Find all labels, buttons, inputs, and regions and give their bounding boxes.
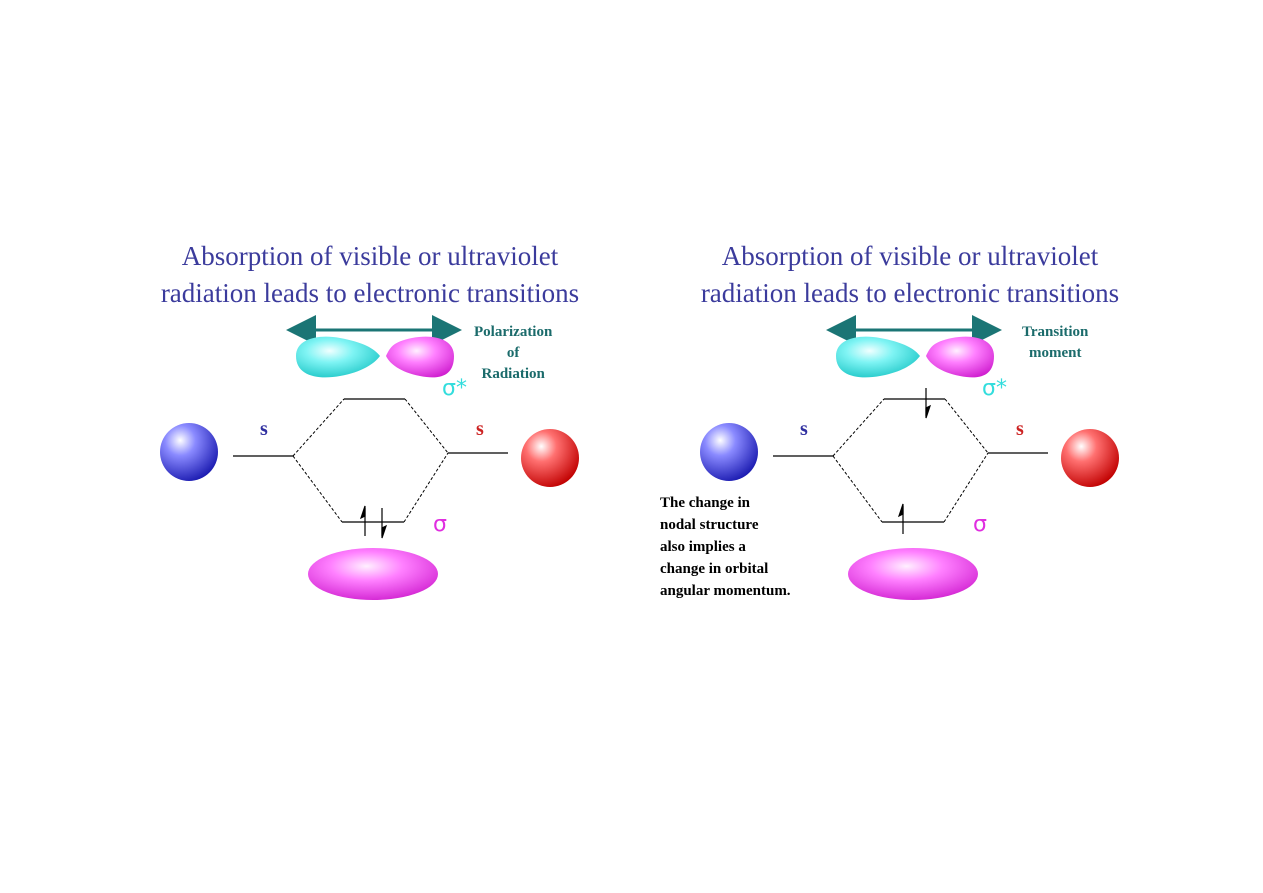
sigma-bonding-orbital [848, 548, 978, 600]
title-line-2: radiation leads to electronic transition… [700, 278, 1120, 308]
panel-title: Absorption of visible or ultraviolet rad… [100, 238, 640, 312]
polarization-caption: Polarization of Radiation [474, 324, 553, 382]
electron-pair [359, 505, 388, 539]
nodal-structure-note: The change in nodal structure also impli… [660, 495, 791, 599]
atom-right-red [1061, 429, 1119, 487]
excited-electron [925, 388, 932, 419]
s-label-left: s [260, 418, 268, 440]
orbital-diagram [160, 315, 579, 600]
title-line-1: Absorption of visible or ultraviolet [181, 241, 559, 271]
sigma-bonding-orbital [308, 548, 438, 600]
atom-right-red [521, 429, 579, 487]
ground-electron [897, 503, 904, 534]
correlation-lines [832, 398, 989, 523]
sigma-star-label: σ* [442, 376, 467, 401]
sigma-star-lobe-cyan [836, 336, 920, 378]
sigma-label: σ [973, 512, 987, 537]
s-label-right: s [476, 418, 484, 440]
sigma-star-lobe-magenta [926, 336, 994, 378]
sigma-star-label: σ* [982, 376, 1007, 401]
diagram-panel-left: Absorption of visible or ultraviolet rad… [100, 230, 640, 630]
panel-title: Absorption of visible or ultraviolet rad… [640, 238, 1180, 312]
sigma-star-lobe-magenta [386, 336, 454, 378]
transition-moment-caption: Transition moment [1022, 324, 1089, 361]
orbital-diagram [700, 315, 1119, 600]
sigma-star-lobe-cyan [296, 336, 380, 378]
diagram-panel-right: Absorption of visible or ultraviolet rad… [640, 230, 1180, 630]
atom-left-blue [160, 423, 218, 481]
atom-left-blue [700, 423, 758, 481]
s-label-left: s [800, 418, 808, 440]
title-line-2: radiation leads to electronic transition… [160, 278, 580, 308]
s-label-right: s [1016, 418, 1024, 440]
sigma-label: σ [433, 512, 447, 537]
correlation-lines [292, 398, 449, 523]
title-line-1: Absorption of visible or ultraviolet [721, 241, 1099, 271]
